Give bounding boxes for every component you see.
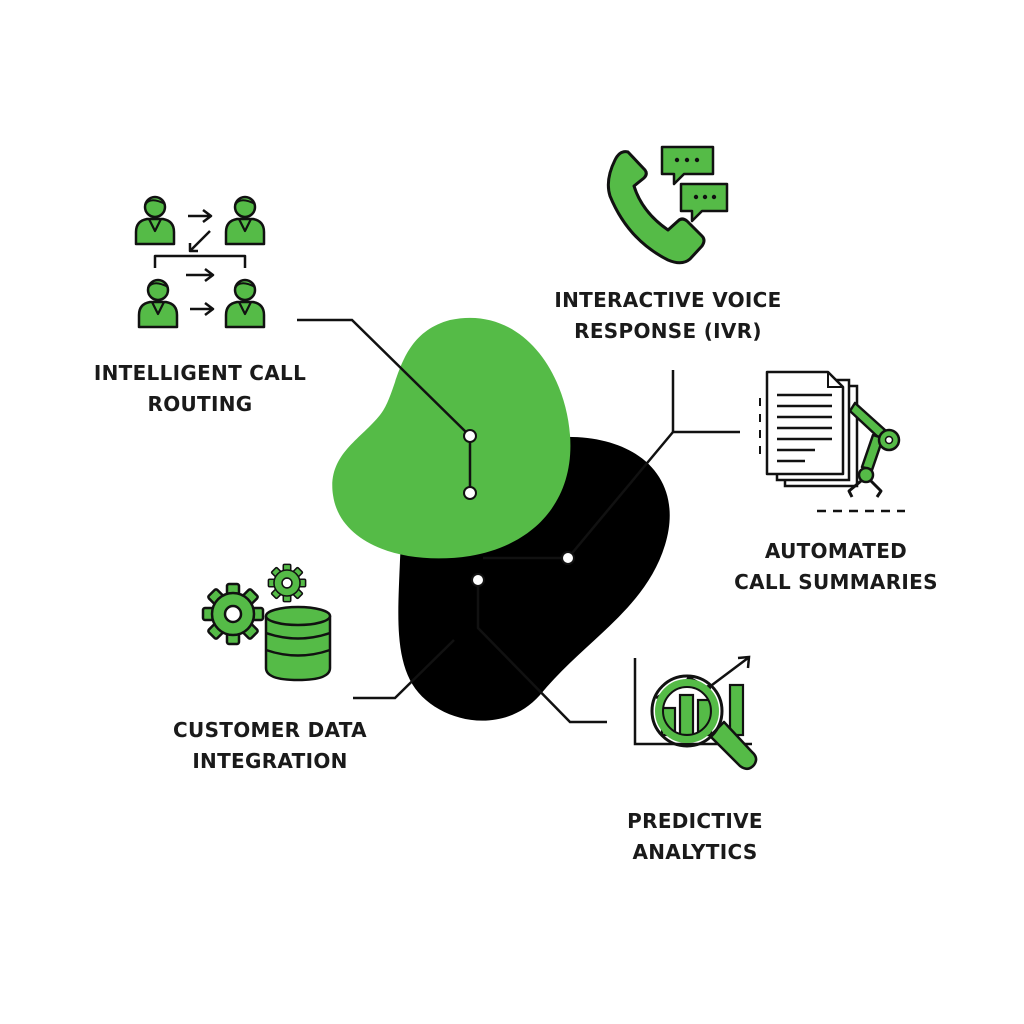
gears-database-icon — [201, 563, 332, 682]
connector-routing — [297, 318, 472, 493]
label-line: INTEGRATION — [192, 749, 348, 773]
label-line: CALL SUMMARIES — [734, 570, 938, 594]
central-blob-group — [332, 317, 670, 721]
label-line: ANALYTICS — [632, 840, 758, 864]
label-line: CUSTOMER DATA — [173, 718, 367, 742]
green-blob — [332, 317, 571, 559]
label-line: ROUTING — [147, 392, 253, 416]
connector-analytics — [476, 580, 607, 724]
people-routing-icon — [134, 195, 266, 329]
label-line: INTERACTIVE VOICE — [554, 288, 782, 312]
connector-dots — [463, 429, 575, 587]
connector-ivr — [671, 370, 740, 434]
connector-data — [353, 639, 455, 700]
label-line: RESPONSE (IVR) — [574, 319, 762, 343]
connector-dot — [561, 551, 575, 565]
connector-dot — [471, 573, 485, 587]
document-robot-arm-icon — [759, 370, 905, 513]
phone-chat-icon — [606, 145, 729, 265]
connector-dot — [463, 486, 477, 500]
magnifier-chart-icon — [633, 655, 758, 770]
label-line: INTELLIGENT CALL — [93, 361, 307, 385]
label-line: AUTOMATED — [764, 539, 908, 563]
label-line: PREDICTIVE — [627, 809, 763, 833]
connector-dot — [463, 429, 477, 443]
